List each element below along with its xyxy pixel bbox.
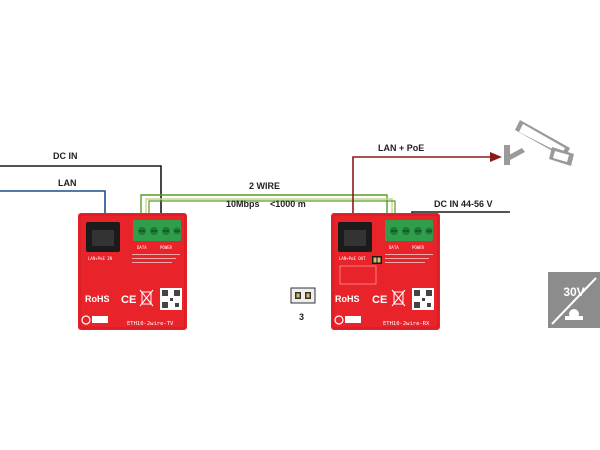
ce-mark-icon: CE bbox=[121, 294, 136, 306]
jumper-icon bbox=[290, 287, 316, 304]
qr-code-icon bbox=[160, 288, 182, 310]
right-terminal-power-label: POWER bbox=[412, 245, 425, 250]
distance-label: <1000 m bbox=[270, 199, 306, 209]
right-model-label: ETH10-2wire-RX bbox=[383, 321, 430, 327]
right-logo-icon bbox=[334, 315, 344, 325]
left-port-label: LAN+PoE IN bbox=[88, 256, 113, 261]
right-jumper-header bbox=[372, 256, 382, 264]
weee-bin-icon bbox=[391, 289, 406, 307]
left-terminal-power-label: POWER bbox=[160, 245, 173, 250]
dc-in-wire-left bbox=[0, 165, 162, 228]
qr-code-icon bbox=[412, 288, 434, 310]
right-terminal-data-label: DATA bbox=[389, 245, 399, 250]
ce-mark-icon: CE bbox=[372, 294, 387, 306]
left-model-label: ETH10-2wire-TV bbox=[127, 321, 174, 327]
jumper-number-label: 3 bbox=[299, 312, 304, 322]
dc-in-left-label: DC IN bbox=[53, 151, 78, 161]
right-rohs-mark: RoHS bbox=[335, 294, 360, 304]
speed-label: 10Mbps bbox=[226, 199, 260, 209]
lan-poe-label: LAN + PoE bbox=[378, 143, 424, 153]
lan-wire-left bbox=[0, 190, 106, 222]
right-board: LAN+PoE OUT DATA POWER RoHS CE bbox=[331, 213, 440, 330]
left-board: LAN+PoE IN DATA POWER RoHS CE bbox=[78, 213, 187, 330]
left-rohs-mark: RoHS bbox=[85, 294, 110, 304]
left-logo-icon bbox=[81, 315, 91, 325]
two-wire-label: 2 WIRE bbox=[249, 181, 280, 191]
dc-in-right-label: DC IN 44-56 V bbox=[434, 199, 493, 209]
cctv-camera-icon bbox=[504, 120, 574, 166]
temperature-badge-icon: 30V bbox=[548, 272, 600, 328]
lan-left-label: LAN bbox=[58, 178, 77, 188]
right-port-label: LAN+PoE OUT bbox=[339, 256, 366, 261]
left-terminal-data-label: DATA bbox=[137, 245, 147, 250]
lan-poe-arrowhead bbox=[490, 152, 502, 162]
weee-bin-icon bbox=[139, 289, 154, 307]
badge-text: 30V bbox=[563, 285, 584, 299]
lan-poe-wire bbox=[352, 156, 492, 222]
two-wire-line-1 bbox=[140, 194, 388, 228]
